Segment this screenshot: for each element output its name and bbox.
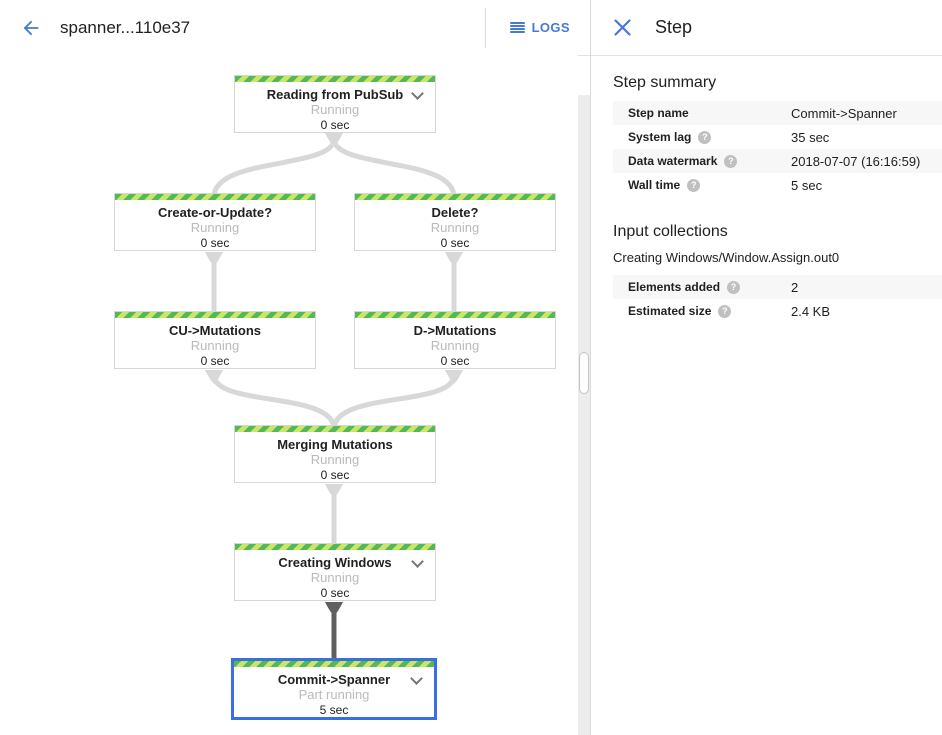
node-time: 0 sec [440, 354, 470, 368]
step-panel: Step Step summary Step name Commit->Span… [590, 0, 942, 735]
node-status: Running [310, 452, 360, 467]
back-button[interactable] [14, 11, 48, 45]
node-status: Running [310, 570, 360, 585]
node-title: Create-or-Update? [157, 205, 273, 220]
row-value: 2 [791, 279, 799, 295]
step-panel-header: Step [591, 0, 942, 56]
progress-stripe [355, 194, 555, 200]
node-title: D->Mutations [413, 323, 497, 338]
job-title: spanner...110e37 [60, 17, 191, 37]
row-label: Step name [628, 106, 689, 120]
table-row: System lag ? 35 sec [613, 125, 942, 149]
logs-button[interactable]: LOGS [509, 20, 570, 35]
node-status: Running [190, 338, 240, 353]
node-time: 0 sec [320, 586, 350, 600]
help-question-icon[interactable]: ? [727, 280, 741, 294]
row-label: Wall time ? [628, 178, 791, 192]
step-summary-heading: Step summary [613, 74, 717, 91]
row-label: System lag ? [628, 130, 791, 144]
node-status: Part running [298, 687, 370, 702]
node-time: 0 sec [320, 468, 350, 482]
node-time: 0 sec [320, 118, 350, 132]
graph-node-merging-mutations[interactable]: Merging Mutations Running 0 sec [234, 425, 436, 483]
graph-node-cu-mutations[interactable]: CU->Mutations Running 0 sec [114, 311, 316, 369]
help-question-icon[interactable]: ? [687, 178, 701, 192]
row-label: Data watermark ? [628, 154, 791, 168]
row-value: 35 sec [791, 129, 830, 145]
node-title: Merging Mutations [277, 437, 393, 452]
graph-column: spanner...110e37 LOGS [0, 0, 590, 735]
graph-edges [205, 133, 463, 663]
input-collections-table: Elements added ? 2 Estimated size ? 2.4 … [613, 275, 942, 323]
node-time: 0 sec [440, 236, 470, 250]
node-status: Running [430, 220, 480, 235]
table-row: Estimated size ? 2.4 KB [613, 299, 942, 323]
progress-stripe [235, 544, 435, 550]
panel-title: Step [655, 17, 693, 37]
graph-scrollbar-track[interactable] [578, 95, 590, 735]
graph-node-d-mutations[interactable]: D->Mutations Running 0 sec [354, 311, 556, 369]
row-value: 2.4 KB [791, 303, 831, 319]
graph-node-reading-from-pubsub[interactable]: Reading from PubSub Running 0 sec [234, 75, 436, 133]
graph-node-creating-windows[interactable]: Creating Windows Running 0 sec [234, 543, 436, 601]
job-graph-canvas[interactable]: Reading from PubSub Running 0 sec Create… [0, 55, 578, 735]
progress-stripe [115, 312, 315, 318]
help-question-icon[interactable]: ? [724, 154, 738, 168]
table-row: Step name Commit->Spanner [613, 101, 942, 125]
node-time: 0 sec [200, 354, 230, 368]
row-label: Elements added ? [628, 280, 791, 294]
help-question-icon[interactable]: ? [718, 304, 732, 318]
close-panel-button[interactable] [609, 15, 635, 41]
row-value: 5 sec [791, 177, 823, 193]
table-row: Elements added ? 2 [613, 275, 942, 299]
back-arrow-icon [23, 20, 39, 35]
row-value: 2018-07-07 (16:16:59) [791, 153, 921, 169]
graph-node-commit-spanner[interactable]: Commit->Spanner Part running 5 sec [231, 658, 437, 720]
node-time: 0 sec [200, 236, 230, 250]
topbar-divider [484, 7, 486, 48]
row-label: Estimated size ? [628, 304, 791, 318]
progress-stripe [115, 194, 315, 200]
logs-button-label: LOGS [531, 20, 570, 35]
progress-stripe [235, 76, 435, 82]
table-row: Data watermark ? 2018-07-07 (16:16:59) [613, 149, 942, 173]
logs-list-icon [509, 21, 525, 34]
graph-node-delete[interactable]: Delete? Running 0 sec [354, 193, 556, 251]
node-title: Delete? [431, 205, 479, 220]
table-row: Wall time ? 5 sec [613, 173, 942, 197]
node-status: Running [190, 220, 240, 235]
node-status: Running [430, 338, 480, 353]
node-time: 5 sec [319, 703, 349, 717]
close-icon [613, 19, 631, 36]
input-collections-heading: Input collections [613, 223, 728, 240]
node-status: Running [310, 102, 360, 117]
graph-node-create-or-update[interactable]: Create-or-Update? Running 0 sec [114, 193, 316, 251]
row-value: Commit->Spanner [791, 105, 897, 121]
progress-stripe [234, 661, 434, 667]
node-title: CU->Mutations [168, 323, 262, 338]
progress-stripe [355, 312, 555, 318]
job-topbar: spanner...110e37 LOGS [0, 0, 590, 56]
help-question-icon[interactable]: ? [698, 130, 712, 144]
node-title: Reading from PubSub [266, 87, 404, 102]
progress-stripe [235, 426, 435, 432]
input-collection-name: Creating Windows/Window.Assign.out0 [613, 250, 840, 265]
node-title: Creating Windows [278, 555, 392, 570]
step-summary-table: Step name Commit->Spanner System lag ? 3… [613, 101, 942, 197]
graph-scrollbar-thumb[interactable] [579, 352, 589, 394]
node-title: Commit->Spanner [277, 672, 391, 687]
